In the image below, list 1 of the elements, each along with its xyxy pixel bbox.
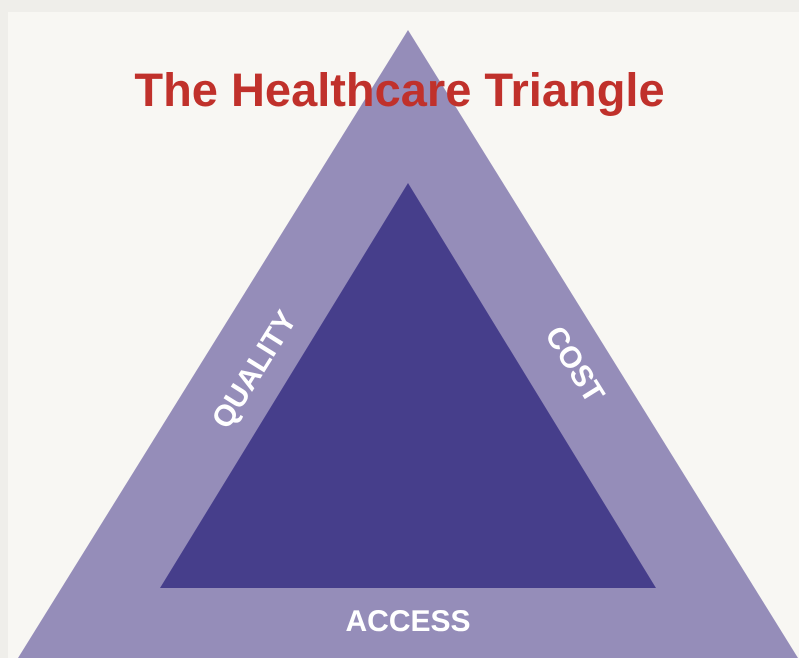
side-label: ACCESS xyxy=(345,607,471,637)
